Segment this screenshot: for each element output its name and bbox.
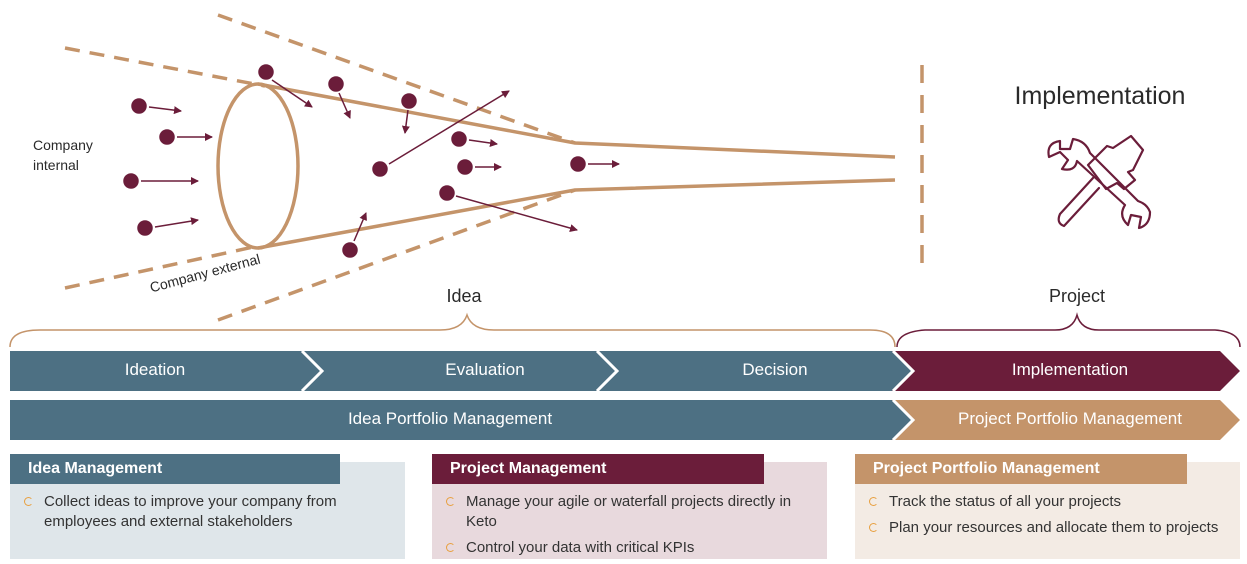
- hammer-wrench-icon: [1047, 134, 1152, 230]
- project-management-panel: Project Management Manage your agile or …: [432, 454, 827, 559]
- idea-dot: [457, 159, 502, 175]
- implementation-title: Implementation: [1014, 82, 1186, 110]
- list-item: Collect ideas to improve your company fr…: [22, 492, 395, 532]
- bullet-icon: [446, 497, 455, 506]
- idea-dot: [258, 64, 313, 108]
- idea-dot: [451, 131, 498, 147]
- project-portfolio-management: Project Portfolio Management: [958, 409, 1182, 428]
- bullet-icon: [446, 543, 455, 552]
- idea-dot: [570, 156, 620, 172]
- stage-ideation-shape: [10, 351, 322, 391]
- idea-portfolio-shape: [10, 400, 913, 440]
- stage-implementation: Implementation: [1011, 360, 1129, 379]
- idea-dot: [401, 93, 417, 134]
- idea-label: Idea: [446, 286, 482, 306]
- company-boundary-top: [217, 13, 576, 145]
- idea-dot: [159, 129, 213, 145]
- label-company-internal: Company internal: [33, 137, 93, 173]
- funnel-top-edge: [257, 82, 896, 159]
- idea-management-list: Collect ideas to improve your company fr…: [22, 492, 395, 538]
- idea-management-panel: Idea Management Collect ideas to improve…: [10, 454, 405, 559]
- stage-implementation-shape: [892, 351, 1240, 391]
- idea-management-title: Idea Management: [10, 454, 340, 484]
- project-management-title: Project Management: [432, 454, 764, 484]
- idea-brace: [9, 312, 896, 348]
- idea-dot: [123, 173, 199, 189]
- project-brace: [896, 312, 1241, 348]
- list-item: Control your data with critical KPIs: [444, 538, 817, 558]
- bullet-icon: [869, 523, 878, 532]
- idea-dot: [328, 76, 351, 119]
- idea-dot: [342, 212, 367, 258]
- stage-decision-shape: [596, 351, 913, 391]
- idea-dot: [137, 217, 199, 236]
- funnel-bottom-edge: [257, 178, 896, 250]
- idea-dot: [439, 185, 578, 232]
- stage-evaluation: Evaluation: [445, 360, 525, 379]
- project-portfolio-list: Track the status of all your projects Pl…: [867, 492, 1230, 544]
- company-boundary-bottom-left: [64, 244, 259, 290]
- project-portfolio-panel: Project Portfolio Management Track the s…: [855, 454, 1240, 559]
- bullet-icon: [24, 497, 33, 506]
- project-management-list: Manage your agile or waterfall projects …: [444, 492, 817, 564]
- list-item: Track the status of all your projects: [867, 492, 1230, 512]
- funnel-opening: [216, 82, 300, 250]
- project-portfolio-title: Project Portfolio Management: [855, 454, 1187, 484]
- list-item: Plan your resources and allocate them to…: [867, 518, 1230, 538]
- idea-dot: [372, 90, 510, 177]
- project-label: Project: [1048, 286, 1106, 306]
- company-boundary-bottom: [217, 188, 576, 322]
- project-portfolio-shape: [892, 400, 1240, 440]
- bullet-icon: [869, 497, 878, 506]
- idea-dot: [131, 98, 182, 115]
- stage-ideation: Ideation: [124, 360, 186, 379]
- idea-portfolio-management: Idea Portfolio Management: [347, 409, 553, 428]
- stage-decision: Decision: [742, 360, 808, 379]
- list-item: Manage your agile or waterfall projects …: [444, 492, 817, 532]
- stage-evaluation-shape: [301, 351, 617, 391]
- company-boundary-top-left: [64, 46, 266, 88]
